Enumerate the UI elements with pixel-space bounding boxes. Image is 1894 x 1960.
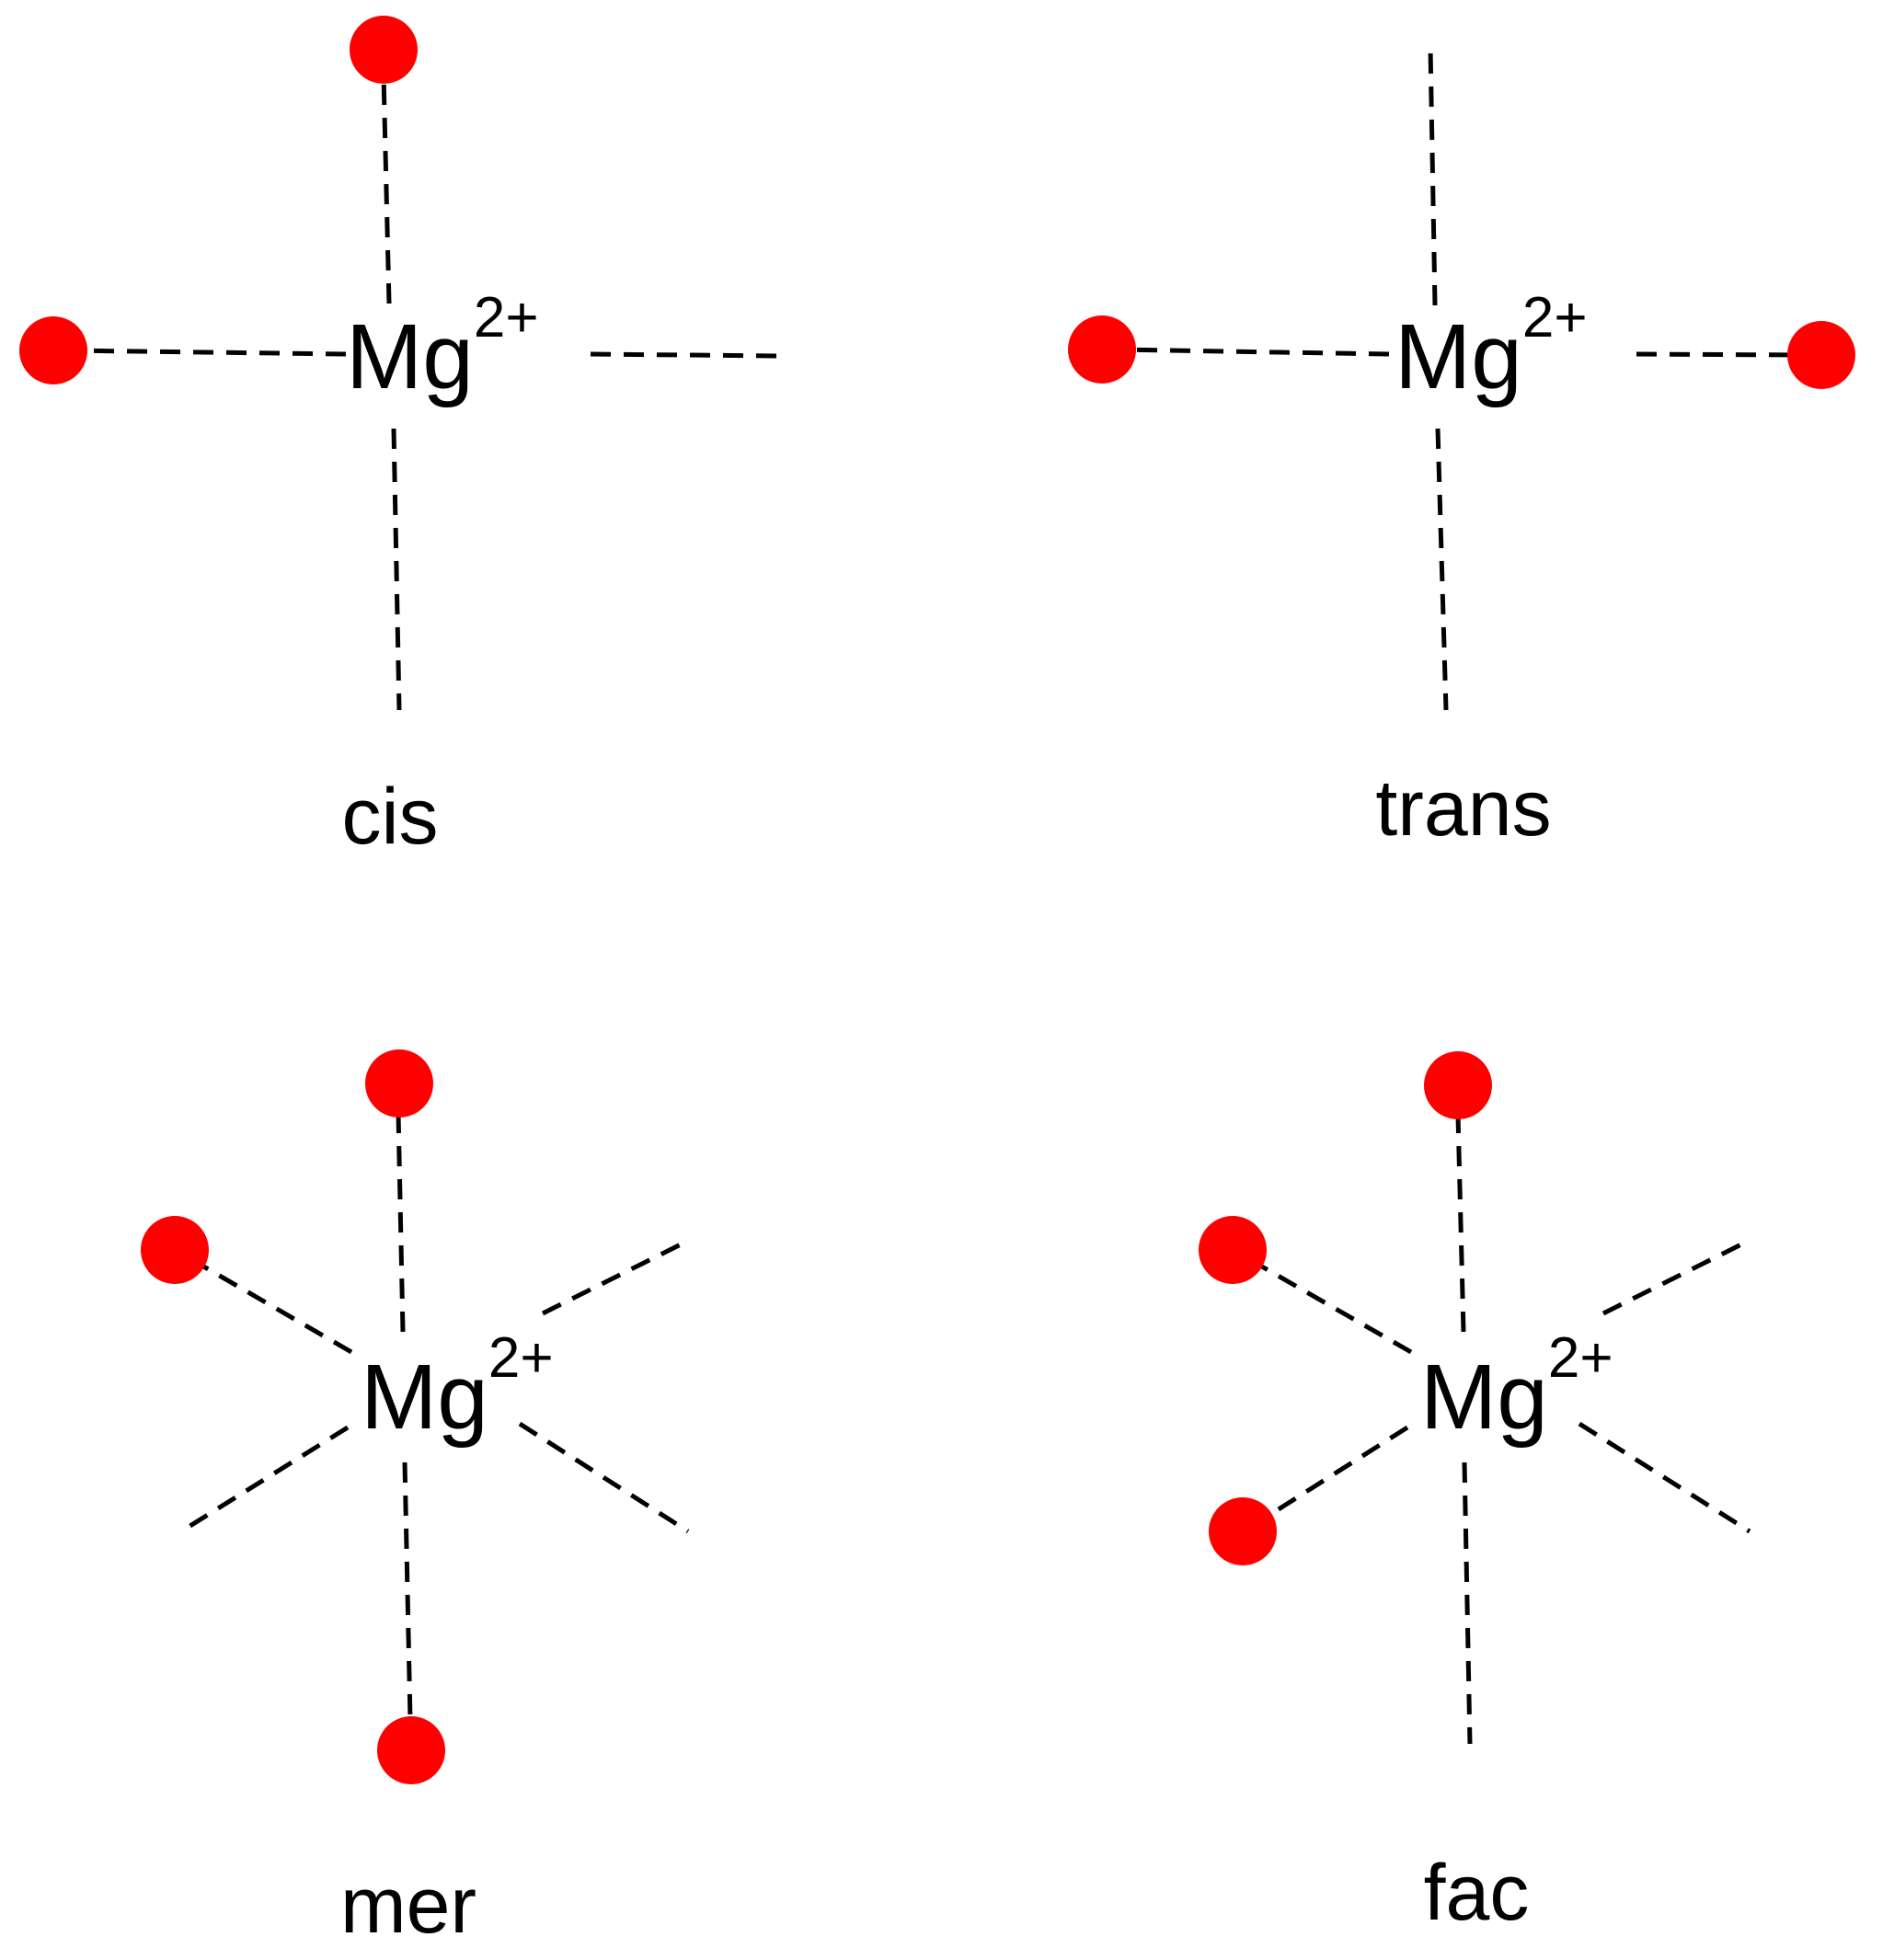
ion-label-trans: Mg2+ [1395,286,1588,408]
bond-cis-up [381,75,392,304]
ligand-fac-lower-left [1209,1497,1277,1565]
bond-cis-down [391,428,402,711]
bond-fac-up [1455,1114,1466,1333]
bond-mer-down [402,1461,413,1721]
bond-mer-upper-left [199,1262,353,1355]
ion-charge: 2+ [474,286,539,350]
isomer-mer: Mg2+ mer [141,1049,690,1950]
ligand-cis-up [350,16,418,84]
isomer-trans: Mg2+ trans [1068,47,1855,853]
ion-charge: 2+ [1522,286,1588,350]
caption-mer: mer [340,1862,476,1950]
ion-label-mer: Mg2+ [361,1326,554,1449]
ion-symbol: Mg [361,1346,488,1449]
bond-cis-left [63,348,347,357]
bond-mer-lower-right [518,1421,690,1534]
bond-trans-down [1435,428,1449,711]
isomer-cis: Mg2+ cis [19,16,779,861]
bond-fac-upper-right [1601,1242,1743,1316]
ion-charge: 2+ [1548,1326,1613,1390]
bond-mer-lower-left [179,1425,350,1534]
ligand-fac-upper-left [1199,1216,1267,1284]
bond-mer-upper-right [541,1242,683,1316]
bond-cis-right [590,351,779,359]
caption-fac: fac [1424,1849,1530,1937]
ion-symbol: Mg [346,305,474,408]
ligand-mer-down [377,1716,445,1784]
ligand-fac-up [1424,1051,1492,1119]
isomer-fac: Mg2+ fac [1199,1051,1751,1937]
ligand-mer-upper-left [141,1216,209,1284]
bond-trans-left [1112,347,1390,357]
ion-label-cis: Mg2+ [346,286,539,408]
ion-charge: 2+ [488,1326,554,1390]
ligand-mer-up [365,1049,433,1118]
bond-fac-upper-left [1258,1263,1413,1355]
ion-symbol: Mg [1420,1346,1548,1449]
ligand-trans-left [1068,315,1136,384]
ligand-cis-left [19,316,87,384]
bond-fac-lower-left [1269,1425,1409,1517]
caption-trans: trans [1375,764,1551,853]
bond-mer-up [396,1112,406,1333]
caption-cis: cis [341,773,438,861]
ion-label-fac: Mg2+ [1420,1326,1613,1449]
ligand-trans-right [1787,321,1855,389]
bond-trans-up [1428,47,1438,306]
bond-trans-right [1636,351,1804,358]
bond-fac-lower-right [1578,1421,1751,1534]
ion-symbol: Mg [1395,305,1522,408]
bond-fac-down [1462,1461,1473,1745]
